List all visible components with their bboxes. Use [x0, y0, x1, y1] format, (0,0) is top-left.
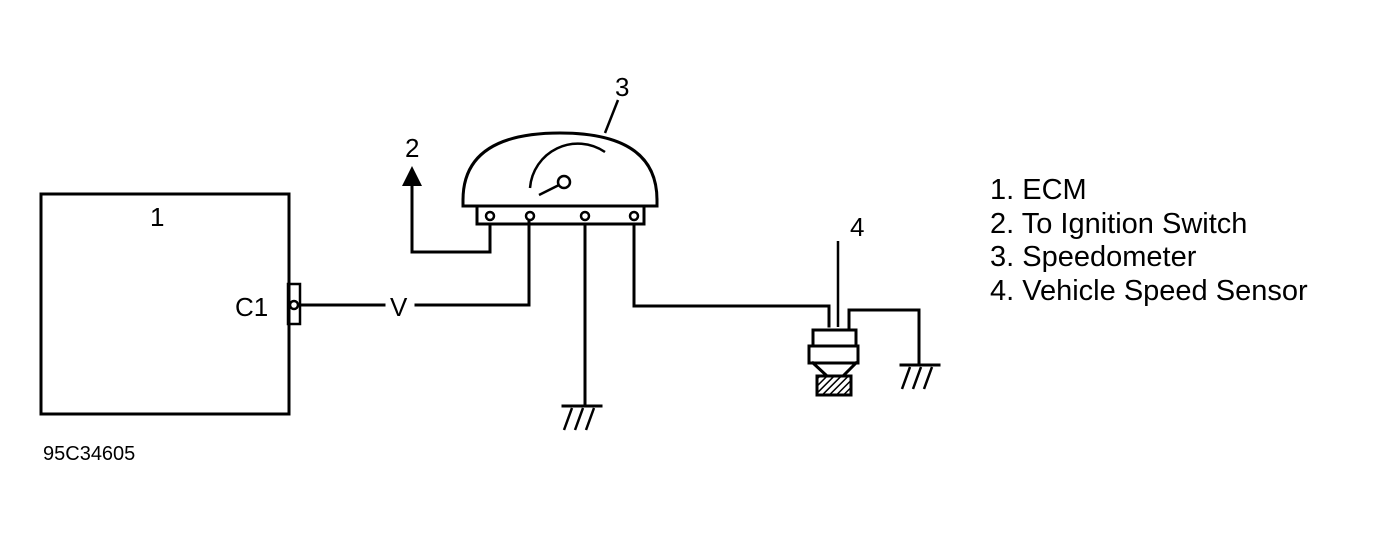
figure-code: 95C34605 [43, 443, 135, 465]
legend-item-vss: 4. Vehicle Speed Sensor [990, 274, 1308, 307]
c1-connector: C1 [235, 282, 302, 326]
vehicle-speed-sensor: 4 [807, 212, 864, 397]
vss-callout: 4 [850, 212, 864, 242]
wire-color-label: V [390, 292, 408, 322]
ignition-callout: 2 [405, 133, 419, 163]
speedometer-callout: 3 [615, 72, 629, 102]
legend: 1. ECM 2. To Ignition Switch 3. Speedome… [990, 174, 1308, 308]
c1-label: C1 [235, 292, 268, 322]
ecm-callout: 1 [150, 202, 164, 232]
speedometer-ground [561, 222, 603, 431]
speedometer: 3 [461, 72, 659, 226]
vss-ground [847, 308, 941, 390]
legend-item-speedometer: 3. Speedometer [990, 241, 1197, 273]
signal-wire: V [298, 220, 531, 322]
legend-item-ignition: 2. To Ignition Switch [990, 207, 1248, 240]
legend-item-ecm: 1. ECM [990, 174, 1087, 206]
arrow-up-icon [402, 166, 422, 186]
vss-signal-wire [632, 222, 831, 328]
ignition-feed: 2 [402, 133, 492, 254]
